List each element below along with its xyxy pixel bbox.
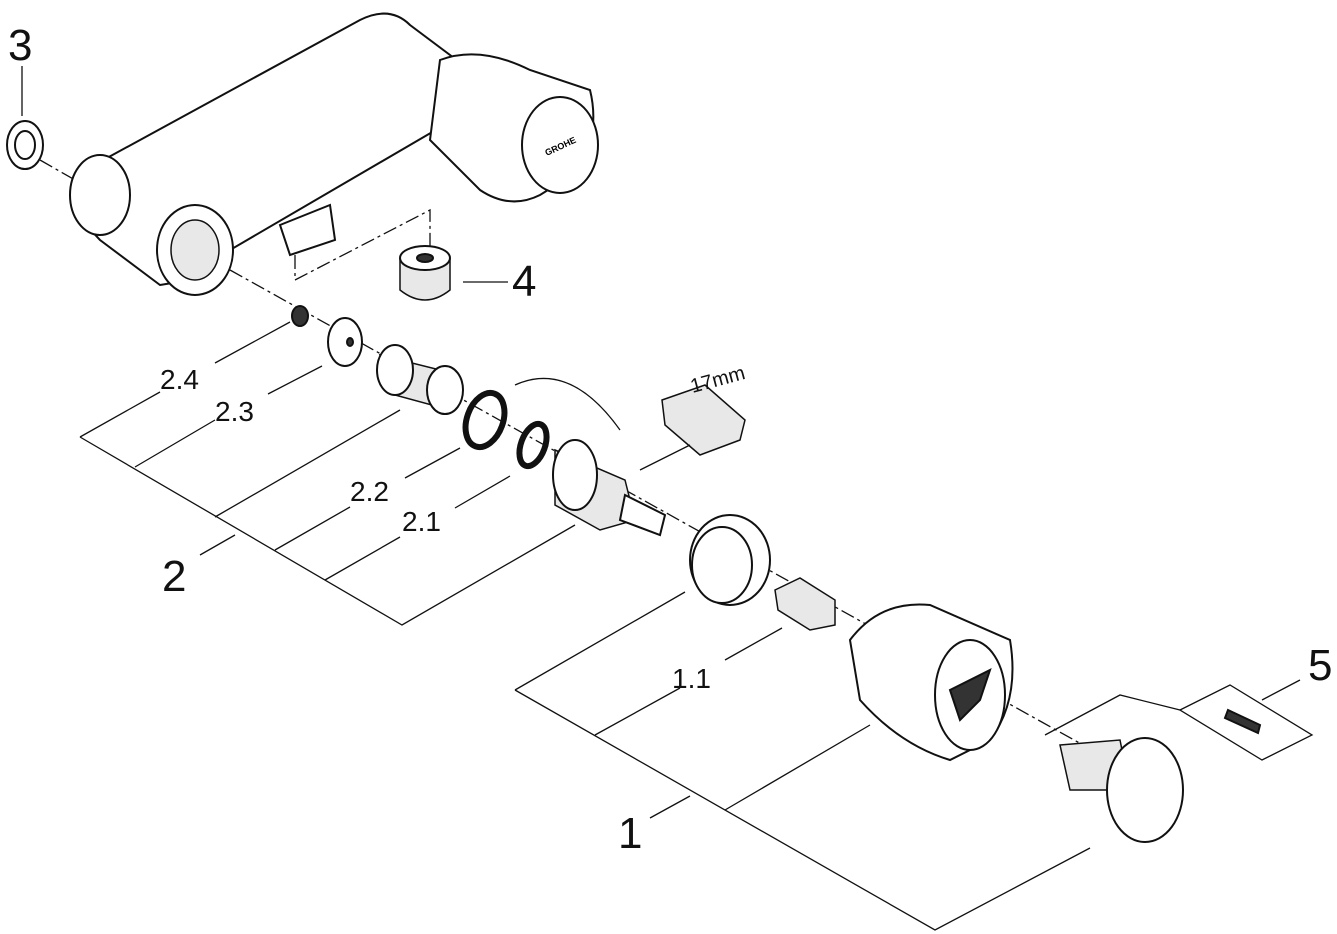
flow-restrictor-axis — [294, 208, 431, 282]
label-part-1: 1 — [618, 809, 643, 858]
index-cap — [1059, 737, 1184, 843]
label-part-2-1: 2.1 — [402, 506, 441, 537]
label-part-4: 4 — [512, 257, 537, 306]
part-5-screw — [1223, 708, 1262, 735]
part-2-4-seal — [291, 305, 309, 327]
rotation-arrow — [514, 377, 621, 431]
part-1-1-adapter — [774, 577, 836, 631]
part-2-3-washer — [327, 317, 363, 367]
label-part-2-2: 2.2 — [350, 476, 389, 507]
label-part-2: 2 — [162, 552, 187, 601]
leader-lines — [21, 66, 1301, 931]
label-part-3: 3 — [8, 21, 33, 70]
label-part-1-1: 1.1 — [672, 663, 711, 694]
cover-ring — [689, 514, 771, 606]
part-3-washer — [6, 120, 44, 170]
axis-line-washer — [39, 159, 76, 181]
wrench-17mm — [661, 384, 746, 456]
o-ring-small — [516, 420, 550, 470]
part-5-box — [1178, 684, 1314, 761]
handle — [848, 603, 1014, 762]
label-part-2-3: 2.3 — [215, 396, 254, 427]
headpart-cartridge — [552, 439, 667, 537]
part-2-2-seat — [376, 344, 464, 415]
label-part-2-4: 2.4 — [160, 364, 199, 395]
part-4-insert — [399, 245, 451, 301]
label-part-5: 5 — [1308, 641, 1333, 690]
o-ring-large — [462, 389, 508, 451]
mixer-body: GROHE — [69, 12, 599, 296]
assembly-axis — [229, 269, 1111, 761]
